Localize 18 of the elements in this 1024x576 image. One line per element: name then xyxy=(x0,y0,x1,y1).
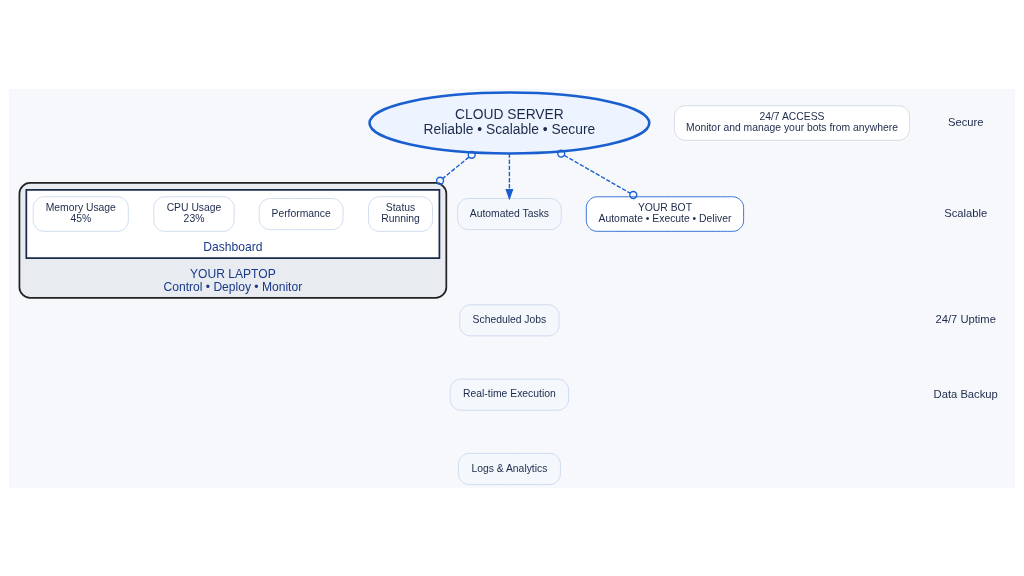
node-box: Memory Usage 45% xyxy=(32,195,129,232)
node-box: Scheduled Jobs xyxy=(459,303,560,336)
node-box: CPU Usage 23% xyxy=(153,195,235,232)
arrow xyxy=(505,152,514,200)
node-box: Automated Tasks xyxy=(457,197,562,230)
node-box: YOUR BOT Automate • Execute • Deliver xyxy=(585,195,745,232)
connector xyxy=(435,150,476,185)
node-box: Logs & Analytics xyxy=(458,452,561,485)
node-box: Performance xyxy=(258,197,344,230)
label: 24/7 Uptime xyxy=(935,312,996,325)
label: Secure xyxy=(947,115,984,128)
node-box: 24/7 ACCESS Monitor and manage your bots from anywhere xyxy=(674,104,910,141)
node-box: Real-time Execution xyxy=(449,378,570,411)
label: Data Backup xyxy=(933,387,998,400)
node-box: Status Running xyxy=(368,195,433,232)
label: Scalable xyxy=(944,206,988,219)
connector xyxy=(557,148,638,199)
node-ellipse: CLOUD SERVER Reliable • Scalable • Secure xyxy=(368,90,651,155)
